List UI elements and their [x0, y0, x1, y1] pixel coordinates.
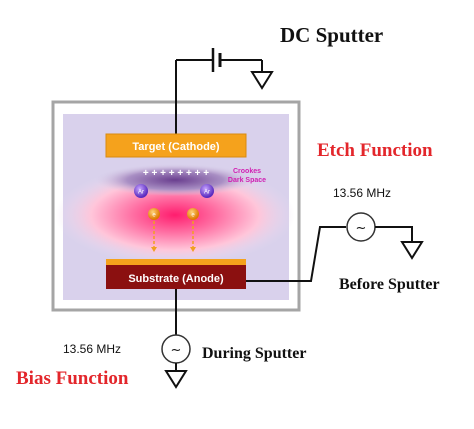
etch-ground-wire: [375, 226, 413, 242]
dc-ground-icon: [250, 71, 274, 90]
crookes-label-2: Dark Space: [228, 177, 266, 184]
during-sputter-label: During Sputter: [202, 345, 306, 362]
electron-right-arrowhead: [190, 247, 196, 252]
substrate-label: Substrate (Anode): [128, 273, 224, 285]
etch-ac-symbol: ~: [356, 221, 367, 236]
before-sputter-label: Before Sputter: [339, 276, 440, 293]
bias-function-title: Bias Function: [16, 368, 129, 389]
argon-ion-left-label: Ar: [138, 190, 144, 196]
substrate-top-strip: [106, 259, 246, 265]
argon-ion-right-label: Ar: [204, 190, 210, 196]
electron-left-label: e: [152, 213, 156, 219]
etch-ground-icon: [400, 241, 424, 260]
freq-bottom-label: 13.56 MHz: [63, 342, 121, 356]
sheath-plus-signs: + + + + + + + +: [143, 168, 209, 179]
electron-left: [148, 208, 160, 220]
etch-function-title: Etch Function: [317, 140, 433, 161]
freq-right-label: 13.56 MHz: [333, 186, 391, 200]
target-label: Target (Cathode): [132, 141, 220, 153]
substrate-anode: [106, 265, 246, 289]
crookes-label-1: Crookes: [233, 168, 261, 175]
dc-sputter-title: DC Sputter: [280, 23, 383, 47]
bias-ground-icon: [164, 370, 188, 389]
electron-left-arrowhead: [151, 247, 157, 252]
argon-ion-left: [134, 184, 148, 198]
electron-right-label: e: [191, 213, 195, 219]
electron-right: [187, 208, 199, 220]
target-cathode: [105, 133, 247, 158]
bias-ac-symbol: ~: [171, 343, 182, 358]
etch-rf-wire: [246, 226, 346, 282]
argon-ion-right: [200, 184, 214, 198]
